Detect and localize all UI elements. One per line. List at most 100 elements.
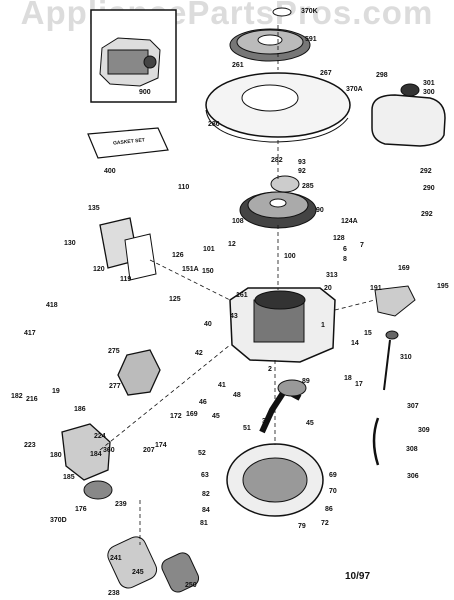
- part-label-900: 900: [139, 89, 151, 96]
- part-label-42: 42: [195, 350, 203, 357]
- part-label-89: 89: [302, 378, 310, 385]
- part-label-282: 282: [271, 157, 283, 164]
- part-label-124A: 124A: [341, 218, 358, 225]
- blower-housing: [205, 72, 351, 143]
- part-label-370D: 370D: [50, 517, 67, 524]
- part-label-14: 14: [351, 340, 359, 347]
- part-label-207: 207: [143, 447, 155, 454]
- part-label-120: 120: [93, 266, 105, 273]
- part-label-300: 300: [423, 89, 435, 96]
- part-label-277: 277: [109, 383, 121, 390]
- part-label-63: 63: [201, 472, 209, 479]
- part-label-313: 313: [326, 272, 338, 279]
- governor-linkage: [374, 285, 416, 317]
- part-label-2: 2: [268, 366, 272, 373]
- part-label-108: 108: [232, 218, 244, 225]
- part-label-275: 275: [108, 348, 120, 355]
- part-label-51: 51: [243, 425, 251, 432]
- part-label-307: 307: [407, 403, 419, 410]
- dipstick-tube: [372, 330, 399, 466]
- part-label-223: 223: [24, 442, 36, 449]
- part-label-17: 17: [355, 381, 363, 388]
- part-label-79: 79: [298, 523, 306, 530]
- muffler: [117, 349, 161, 396]
- part-label-169b: 169: [186, 411, 198, 418]
- part-label-30: 30: [262, 418, 270, 425]
- part-label-290: 290: [423, 185, 435, 192]
- part-label-400: 400: [104, 168, 116, 175]
- part-label-174: 174: [155, 442, 167, 449]
- part-label-261: 261: [232, 62, 244, 69]
- starter-cup: [270, 175, 300, 193]
- part-label-8: 8: [343, 256, 347, 263]
- part-label-216: 216: [26, 396, 38, 403]
- part-label-280: 280: [208, 121, 220, 128]
- part-label-151A: 151A: [182, 266, 199, 273]
- part-label-184: 184: [90, 451, 102, 458]
- part-label-172: 172: [170, 413, 182, 420]
- part-label-19: 19: [52, 388, 60, 395]
- part-label-241: 241: [110, 555, 122, 562]
- part-label-591: 591: [305, 36, 317, 43]
- part-label-182: 182: [11, 393, 23, 400]
- part-label-306: 306: [407, 473, 419, 480]
- gasket-set: [87, 127, 169, 159]
- part-label-370K: 370K: [301, 8, 318, 15]
- carburetor: [61, 423, 113, 500]
- part-label-86: 86: [325, 506, 333, 513]
- part-label-1: 1: [321, 322, 325, 329]
- part-label-125: 125: [169, 296, 181, 303]
- part-label-285: 285: [302, 183, 314, 190]
- part-label-40: 40: [204, 321, 212, 328]
- flywheel-screen: [229, 7, 311, 62]
- engine-block: [229, 287, 336, 363]
- date-code: 10/97: [345, 571, 371, 582]
- part-label-161: 161: [236, 292, 248, 299]
- part-label-310: 310: [400, 354, 412, 361]
- part-label-100: 100: [284, 253, 296, 260]
- crankshaft: [259, 379, 307, 434]
- part-label-69: 69: [329, 472, 337, 479]
- part-label-84: 84: [202, 507, 210, 514]
- part-label-245: 245: [132, 569, 144, 576]
- part-label-119: 119: [120, 276, 132, 283]
- part-label-15: 15: [364, 330, 372, 337]
- part-label-12: 12: [228, 241, 236, 248]
- part-label-128: 128: [333, 235, 345, 242]
- part-label-292b: 292: [421, 211, 433, 218]
- part-label-309: 309: [418, 427, 430, 434]
- part-label-92: 92: [298, 168, 306, 175]
- part-label-301: 301: [423, 80, 435, 87]
- part-label-110: 110: [178, 184, 190, 191]
- part-label-93: 93: [298, 159, 306, 166]
- part-label-191: 191: [370, 285, 382, 292]
- crankcase-cover: [226, 443, 324, 517]
- part-label-135: 135: [88, 205, 100, 212]
- part-label-48: 48: [233, 392, 241, 399]
- part-label-267: 267: [320, 70, 332, 77]
- leader-lines: [99, 25, 376, 545]
- part-label-7: 7: [360, 242, 364, 249]
- part-label-292a: 292: [420, 168, 432, 175]
- part-label-101: 101: [203, 246, 215, 253]
- part-label-250: 250: [185, 582, 197, 589]
- part-label-18: 18: [344, 375, 352, 382]
- part-label-72: 72: [321, 520, 329, 527]
- part-label-41: 41: [218, 382, 226, 389]
- part-label-126: 126: [172, 252, 184, 259]
- part-label-6: 6: [343, 246, 347, 253]
- part-label-185: 185: [63, 474, 75, 481]
- part-label-417: 417: [24, 330, 36, 337]
- part-label-238: 238: [108, 590, 120, 597]
- part-label-169: 169: [398, 265, 410, 272]
- part-label-46: 46: [199, 399, 207, 406]
- cylinder-head: [99, 217, 157, 281]
- part-label-52: 52: [198, 450, 206, 457]
- flywheel: [239, 191, 317, 229]
- part-label-150: 150: [202, 268, 214, 275]
- part-label-70: 70: [329, 488, 337, 495]
- part-label-130: 130: [64, 240, 76, 247]
- part-label-45b: 45: [306, 420, 314, 427]
- part-label-224: 224: [94, 433, 106, 440]
